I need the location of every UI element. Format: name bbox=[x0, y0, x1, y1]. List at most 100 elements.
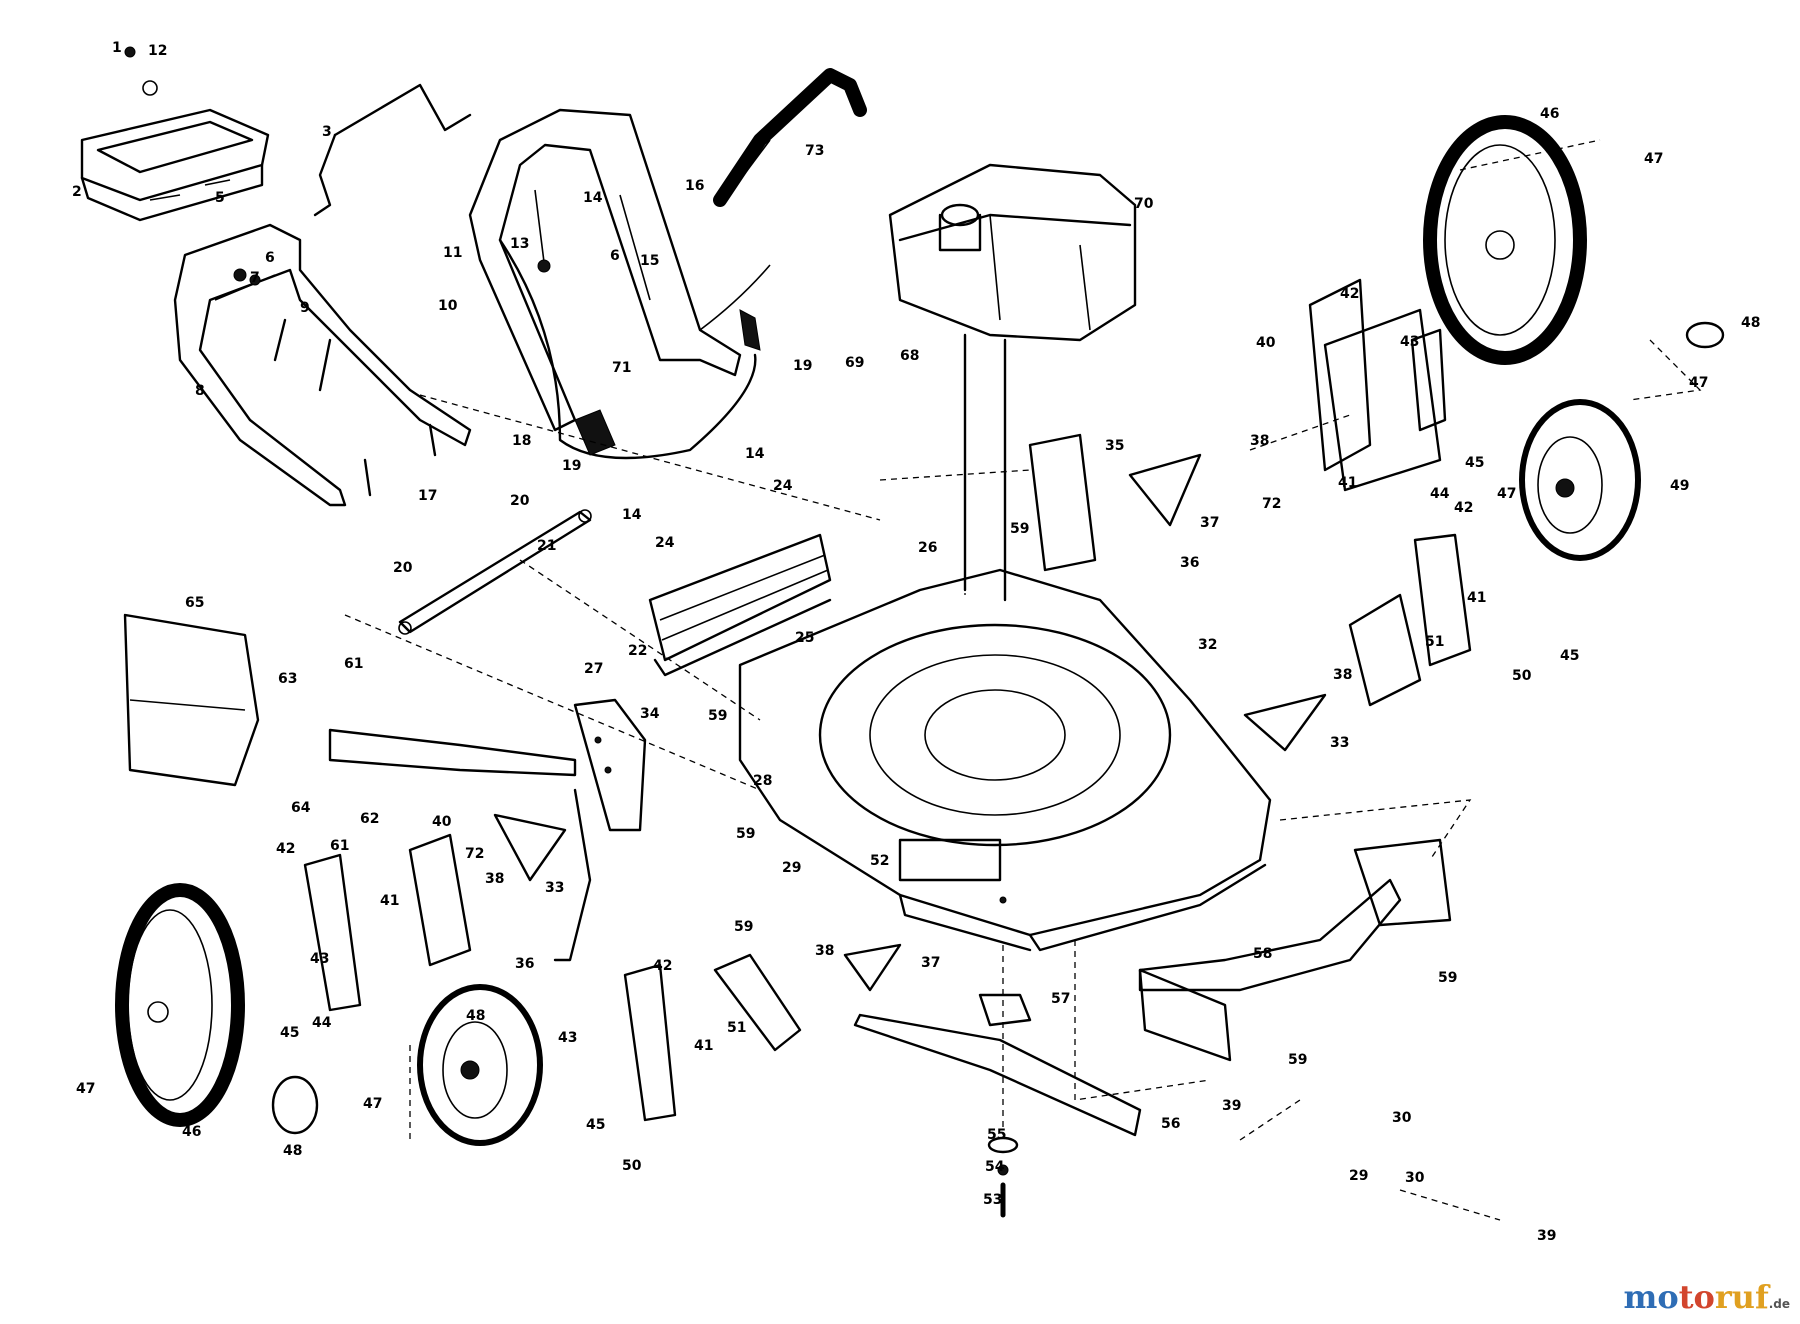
callout-59: 59 bbox=[736, 826, 755, 842]
callout-48: 48 bbox=[283, 1143, 302, 1159]
callout-28: 28 bbox=[753, 773, 772, 789]
callout-53: 53 bbox=[983, 1192, 1002, 1208]
callout-6: 6 bbox=[265, 250, 275, 266]
callout-47: 47 bbox=[1497, 486, 1516, 502]
watermark-part3: ruf bbox=[1714, 1278, 1769, 1316]
callout-57: 57 bbox=[1051, 991, 1070, 1007]
callout-59: 59 bbox=[734, 919, 753, 935]
callout-47: 47 bbox=[76, 1081, 95, 1097]
callout-15: 15 bbox=[640, 253, 659, 269]
callout-63: 63 bbox=[278, 671, 297, 687]
watermark-tld: .de bbox=[1768, 1297, 1790, 1311]
callout-22: 22 bbox=[628, 643, 647, 659]
callout-19: 19 bbox=[793, 358, 812, 374]
watermark-part1: mo bbox=[1623, 1278, 1679, 1316]
callout-20: 20 bbox=[510, 493, 530, 509]
hubcap-right bbox=[1685, 321, 1725, 349]
callout-52: 52 bbox=[870, 853, 889, 869]
height-adjuster-front-right bbox=[1348, 533, 1472, 707]
callout-49: 49 bbox=[1670, 478, 1689, 494]
handle-grip bbox=[713, 68, 867, 207]
rear-door bbox=[648, 533, 832, 677]
callout-24: 24 bbox=[655, 535, 675, 551]
callout-38: 38 bbox=[815, 943, 834, 959]
callout-69: 69 bbox=[845, 355, 864, 371]
callout-19: 19 bbox=[562, 458, 581, 474]
callout-45: 45 bbox=[1560, 648, 1579, 664]
callout-41: 41 bbox=[1467, 590, 1486, 606]
callout-11: 11 bbox=[443, 245, 462, 261]
callout-10: 10 bbox=[438, 298, 458, 314]
callout-50: 50 bbox=[622, 1158, 642, 1174]
baffle bbox=[1138, 838, 1452, 1062]
callout-43: 43 bbox=[310, 951, 329, 967]
callout-73: 73 bbox=[805, 143, 824, 159]
callout-42: 42 bbox=[653, 958, 672, 974]
callout-47: 47 bbox=[1644, 151, 1663, 167]
callout-44: 44 bbox=[1430, 486, 1450, 502]
handle-wire bbox=[313, 83, 472, 217]
callout-17: 17 bbox=[418, 488, 437, 504]
callout-37: 37 bbox=[1200, 515, 1219, 531]
callout-68: 68 bbox=[900, 348, 919, 364]
callout-37: 37 bbox=[921, 955, 940, 971]
callout-55: 55 bbox=[987, 1127, 1006, 1143]
callout-59: 59 bbox=[1010, 521, 1029, 537]
callout-56: 56 bbox=[1161, 1116, 1180, 1132]
callout-39: 39 bbox=[1222, 1098, 1241, 1114]
callout-35: 35 bbox=[1105, 438, 1124, 454]
callout-59: 59 bbox=[1288, 1052, 1307, 1068]
callout-1: 1 bbox=[112, 40, 122, 56]
callout-32: 32 bbox=[1198, 637, 1217, 653]
height-adjuster-rear-right bbox=[1308, 278, 1447, 492]
callout-45: 45 bbox=[280, 1025, 299, 1041]
callout-43: 43 bbox=[1400, 334, 1419, 350]
height-adjuster-front-left bbox=[623, 953, 802, 1122]
callout-41: 41 bbox=[380, 893, 399, 909]
watermark-part2: to bbox=[1678, 1278, 1715, 1316]
callout-8: 8 bbox=[195, 383, 205, 399]
callout-3: 3 bbox=[322, 124, 332, 140]
callout-42: 42 bbox=[1340, 286, 1359, 302]
mower-deck bbox=[738, 568, 1272, 952]
rear-axle-shaft bbox=[328, 728, 592, 962]
wheel-rear-left bbox=[115, 883, 245, 1127]
callout-65: 65 bbox=[185, 595, 204, 611]
callout-42: 42 bbox=[1454, 500, 1473, 516]
callout-25: 25 bbox=[795, 630, 814, 646]
callout-45: 45 bbox=[1465, 455, 1484, 471]
callout-33: 33 bbox=[545, 880, 564, 896]
bag-handle-cover bbox=[80, 46, 270, 222]
callout-14: 14 bbox=[745, 446, 765, 462]
hubcap-left bbox=[271, 1075, 319, 1135]
callout-46: 46 bbox=[1540, 106, 1559, 122]
blade-hardware bbox=[987, 1136, 1019, 1218]
callout-14: 14 bbox=[622, 507, 642, 523]
callout-41: 41 bbox=[1338, 475, 1357, 491]
callout-54: 54 bbox=[985, 1159, 1005, 1175]
wheel-front-right bbox=[1519, 399, 1641, 561]
callout-72: 72 bbox=[465, 846, 484, 862]
callout-27: 27 bbox=[584, 661, 603, 677]
callout-30: 30 bbox=[1392, 1110, 1412, 1126]
callout-30: 30 bbox=[1405, 1170, 1425, 1186]
callout-47: 47 bbox=[1689, 375, 1708, 391]
callout-38: 38 bbox=[485, 871, 504, 887]
callout-34: 34 bbox=[640, 706, 660, 722]
callout-12: 12 bbox=[148, 43, 167, 59]
callout-29: 29 bbox=[782, 860, 801, 876]
callout-46: 46 bbox=[182, 1124, 201, 1140]
callout-38: 38 bbox=[1250, 433, 1269, 449]
callout-51: 51 bbox=[727, 1020, 746, 1036]
callout-33: 33 bbox=[1330, 735, 1349, 751]
callout-2: 2 bbox=[72, 184, 82, 200]
callout-72: 72 bbox=[1262, 496, 1281, 512]
height-adjust-bracket-rear bbox=[573, 698, 647, 832]
callout-61: 61 bbox=[344, 656, 363, 672]
lower-handle bbox=[173, 223, 472, 507]
callout-29: 29 bbox=[1349, 1168, 1368, 1184]
callout-71: 71 bbox=[612, 360, 631, 376]
callout-36: 36 bbox=[1180, 555, 1199, 571]
